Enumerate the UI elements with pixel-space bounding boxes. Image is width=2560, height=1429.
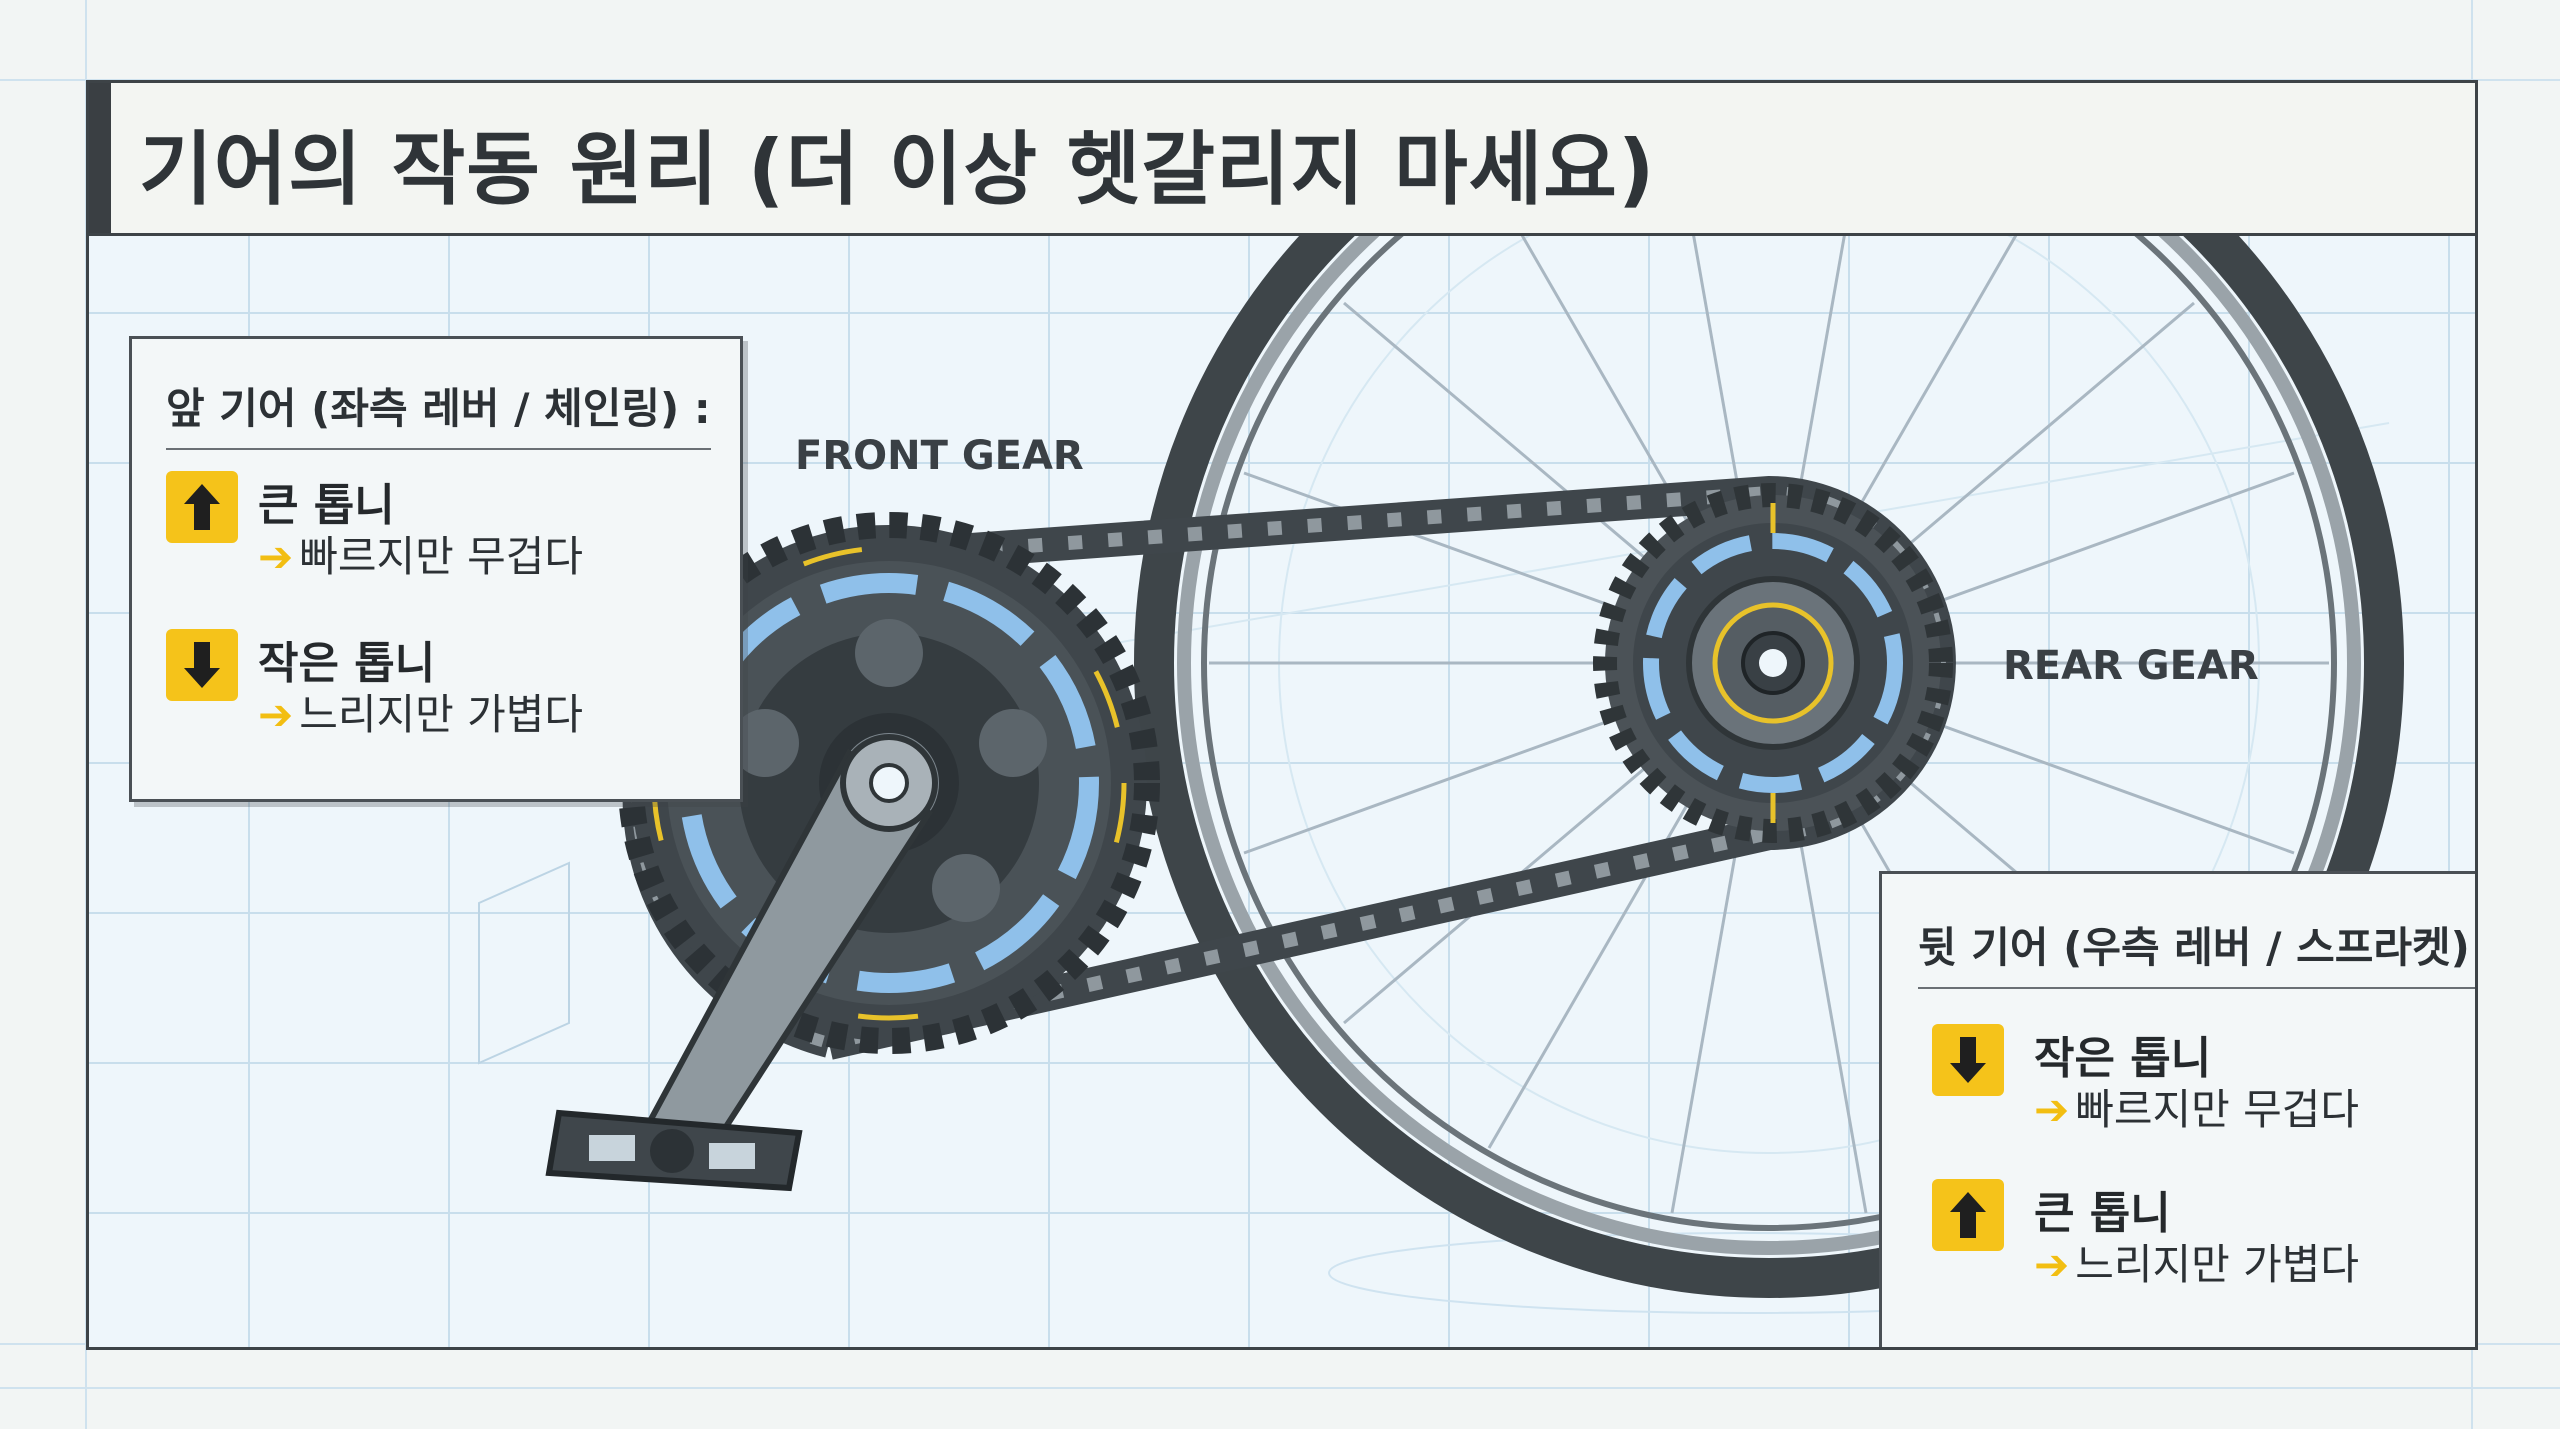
arrow-up-icon — [166, 471, 238, 543]
rear-gear-panel: 뒷 기어 (우측 레버 / 스프라켓) : 작은 톱니 ➔빠르지만 무겁다 큰 … — [1879, 871, 2475, 1347]
front-item-small-desc: ➔느리지만 가볍다 — [258, 690, 584, 739]
front-gear-label: FRONT GEAR — [795, 433, 1084, 479]
right-arrow-icon: ➔ — [2034, 1085, 2070, 1134]
arrow-down-icon — [166, 629, 238, 701]
title-accent-bar — [89, 83, 111, 233]
rear-item-small-desc: ➔빠르지만 무겁다 — [2034, 1085, 2360, 1134]
rear-item-large-desc: ➔느리지만 가볍다 — [2034, 1240, 2360, 1289]
arrow-down-icon — [1932, 1024, 2004, 1096]
crank-arm-and-pedal — [545, 734, 938, 1192]
page-title: 기어의 작동 원리 (더 이상 헷갈리지 마세요) — [139, 123, 1656, 216]
front-item-small-name: 작은 톱니 — [258, 638, 436, 689]
rear-gear-heading: 뒷 기어 (우측 레버 / 스프라켓) : — [1918, 914, 2475, 989]
arrow-up-icon — [1932, 1179, 2004, 1251]
diagram-frame: 기어의 작동 원리 (더 이상 헷갈리지 마세요) — [86, 80, 2478, 1350]
rear-sprocket — [1593, 483, 1953, 843]
rear-item-small-name: 작은 톱니 — [2034, 1033, 2212, 1084]
rear-gear-label: REAR GEAR — [2003, 643, 2259, 689]
front-gear-heading: 앞 기어 (좌측 레버 / 체인링) : — [166, 375, 711, 450]
right-arrow-icon: ➔ — [2034, 1240, 2070, 1289]
front-item-large-name: 큰 톱니 — [258, 480, 395, 531]
right-arrow-icon: ➔ — [258, 690, 294, 739]
rear-item-large-name: 큰 톱니 — [2034, 1188, 2171, 1239]
front-item-large-desc: ➔빠르지만 무겁다 — [258, 532, 584, 581]
right-arrow-icon: ➔ — [258, 532, 294, 581]
title-bar: 기어의 작동 원리 (더 이상 헷갈리지 마세요) — [89, 83, 2475, 236]
front-gear-panel: 앞 기어 (좌측 레버 / 체인링) : 큰 톱니 ➔빠르지만 무겁다 작은 톱… — [129, 336, 743, 802]
